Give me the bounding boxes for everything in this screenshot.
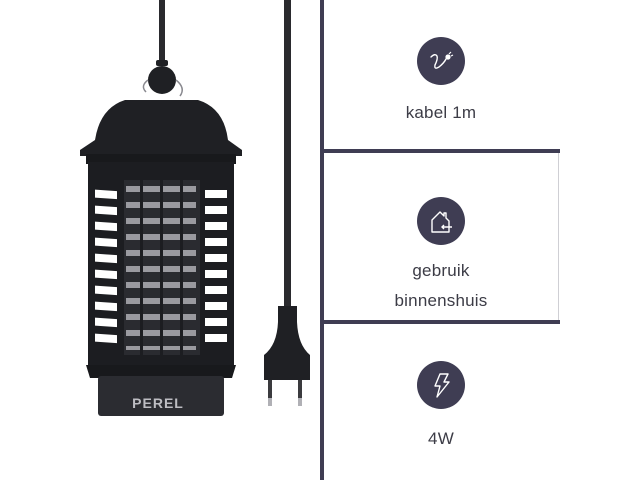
horizontal-divider-2 bbox=[324, 320, 560, 324]
product-image: PEREL bbox=[0, 0, 320, 480]
vertical-divider bbox=[320, 0, 324, 480]
feature-power: 4W bbox=[324, 361, 558, 453]
feature-label-cable: kabel 1m bbox=[405, 103, 477, 122]
feature-cable-length: kabel 1m bbox=[324, 37, 558, 127]
feature-label-indoor-line2: binnenshuis bbox=[394, 291, 488, 310]
horizontal-divider-1 bbox=[324, 149, 560, 153]
cable-plug-icon bbox=[417, 37, 465, 85]
insect-killer-lamp-illustration: PEREL bbox=[80, 0, 310, 416]
panel-edge bbox=[558, 153, 559, 320]
brand-label: PEREL bbox=[132, 395, 184, 411]
lightning-bolt-icon bbox=[417, 361, 465, 409]
house-indoor-icon bbox=[417, 197, 465, 245]
feature-label-power: 4W bbox=[428, 429, 454, 448]
feature-indoor-use: gebruik binnenshuis bbox=[324, 197, 558, 315]
feature-label-indoor-line1: gebruik bbox=[412, 261, 470, 280]
